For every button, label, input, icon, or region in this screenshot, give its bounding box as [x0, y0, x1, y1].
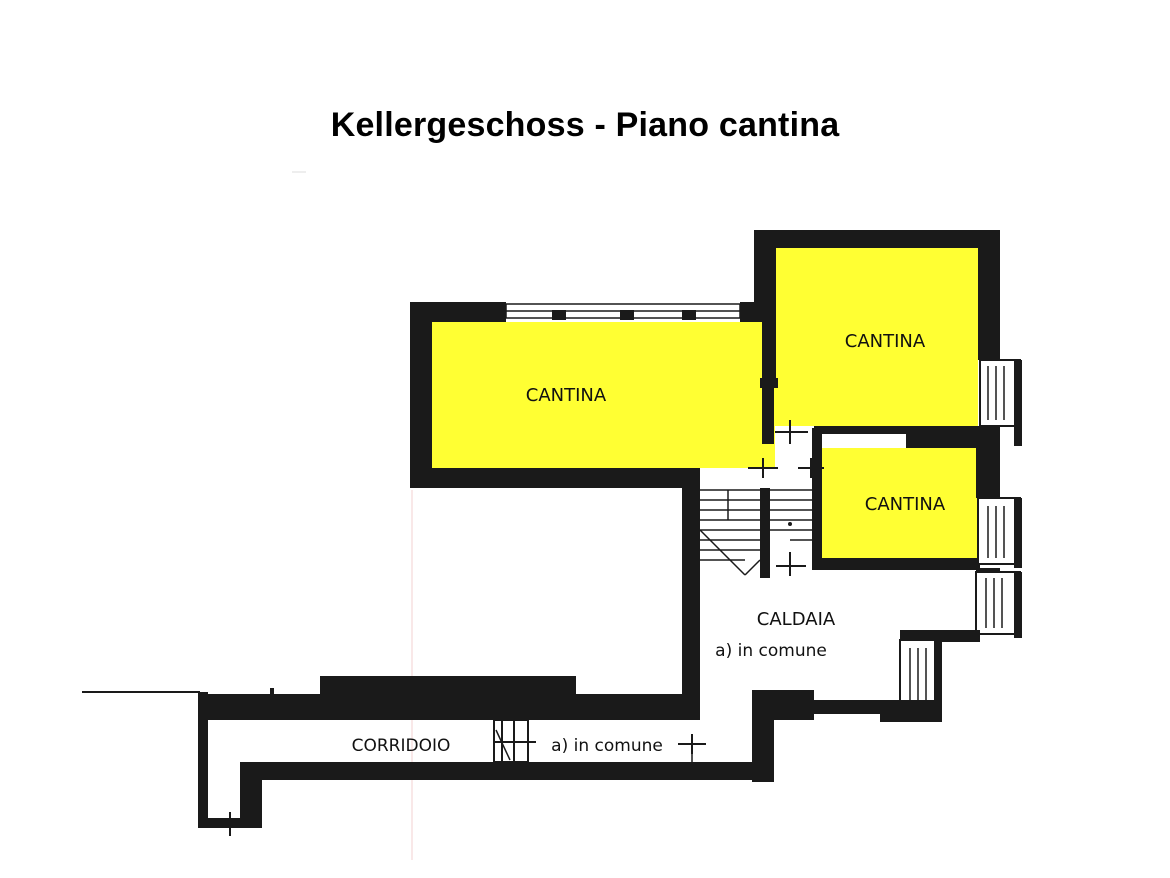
- label-caldaia-note: a) in comune: [715, 641, 827, 661]
- walls-corridoio: [82, 676, 760, 836]
- label-cantina-bottom-right: CANTINA: [865, 494, 946, 515]
- staircase: [682, 420, 824, 720]
- page-title: Kellergeschoss - Piano cantina: [330, 106, 840, 144]
- cantina-bottom-right-fill: [820, 448, 978, 558]
- label-corridoio: CORRIDOIO: [352, 736, 451, 756]
- walls-caldaia: [752, 568, 1022, 782]
- walls-cantina-left: [410, 302, 778, 488]
- label-cantina-top-right: CANTINA: [845, 331, 926, 352]
- walls-cantina-bottom-right: [812, 428, 1022, 570]
- label-cantina-left: CANTINA: [526, 385, 607, 406]
- cantina-top-right-fill: [773, 246, 978, 426]
- label-corridoio-note: a) in comune: [551, 736, 663, 756]
- label-caldaia: CALDAIA: [757, 609, 836, 630]
- cantina-left-fill: [430, 322, 775, 468]
- walls-cantina-top-right: [754, 230, 1022, 448]
